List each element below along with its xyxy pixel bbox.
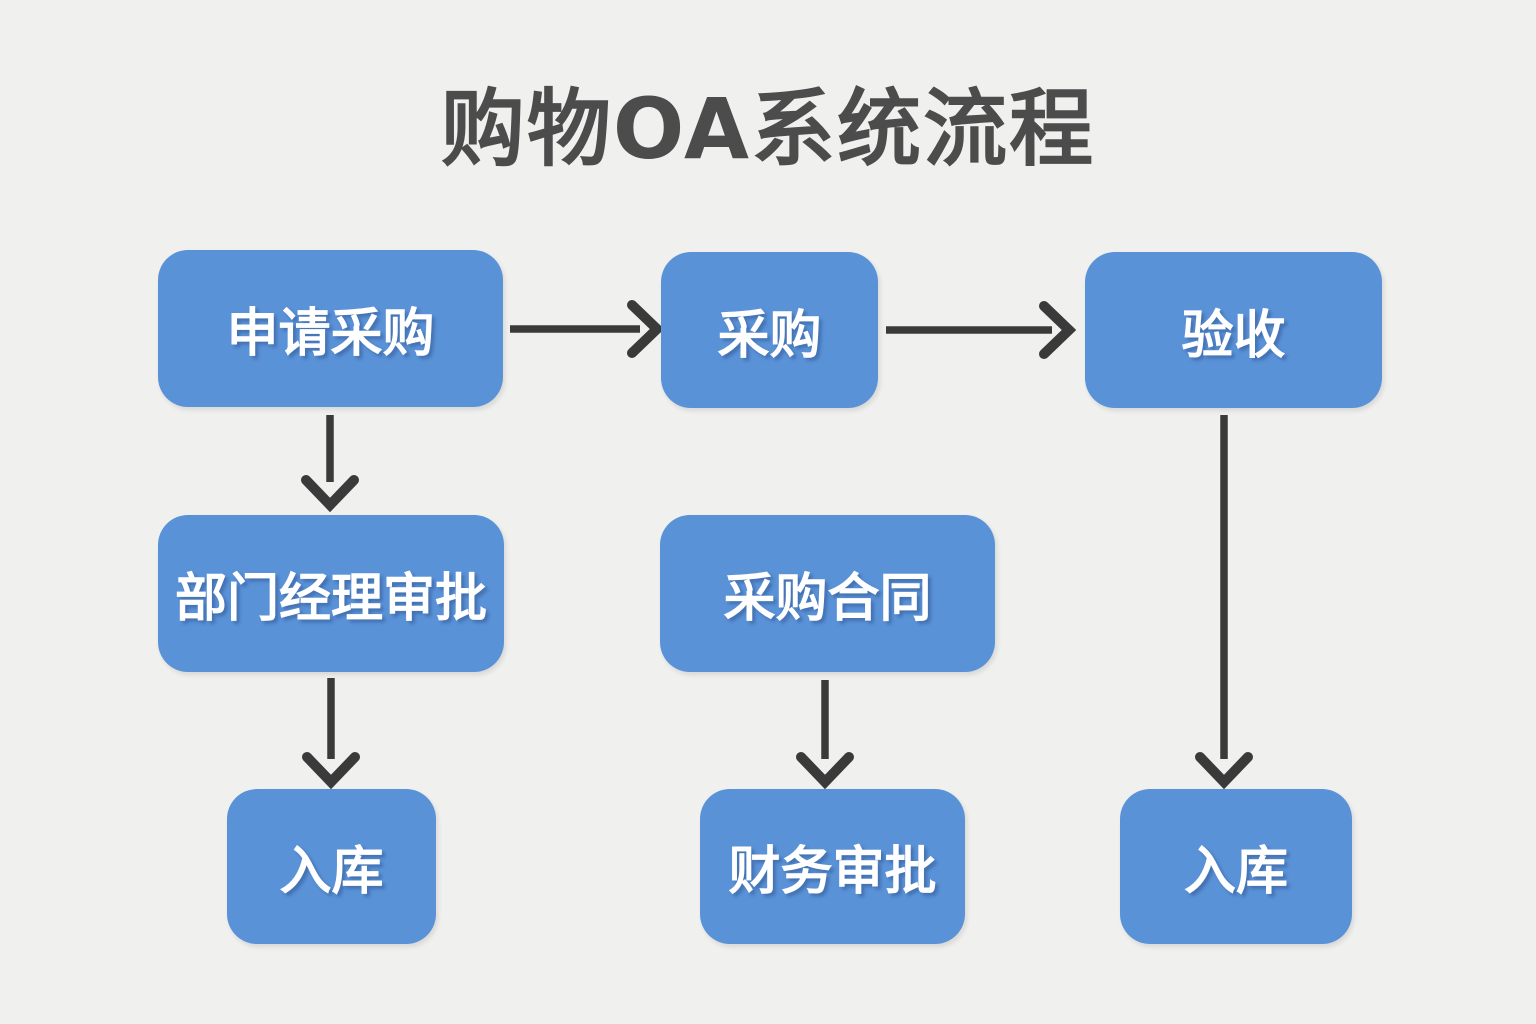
node-dept-manager-approval: 部门经理审批 bbox=[158, 515, 504, 672]
node-acceptance: 验收 bbox=[1085, 252, 1382, 408]
arrow-apply-to-manager bbox=[301, 415, 359, 513]
arrow-apply-to-purchase bbox=[510, 300, 665, 358]
arrow-contract-to-finance bbox=[796, 680, 854, 790]
node-finance-approval: 财务审批 bbox=[700, 789, 965, 944]
node-purchase: 采购 bbox=[661, 252, 878, 408]
node-purchase-contract: 采购合同 bbox=[660, 515, 995, 672]
arrow-purchase-to-acceptance bbox=[886, 301, 1077, 359]
node-warehouse-in-left: 入库 bbox=[227, 789, 436, 944]
arrow-acceptance-to-warehouse-right bbox=[1195, 415, 1253, 790]
arrow-manager-to-warehouse-left bbox=[302, 678, 360, 790]
page-title: 购物OA系统流程 bbox=[440, 80, 1096, 178]
node-apply-purchase: 申请采购 bbox=[158, 250, 503, 407]
node-warehouse-in-right: 入库 bbox=[1120, 789, 1352, 944]
